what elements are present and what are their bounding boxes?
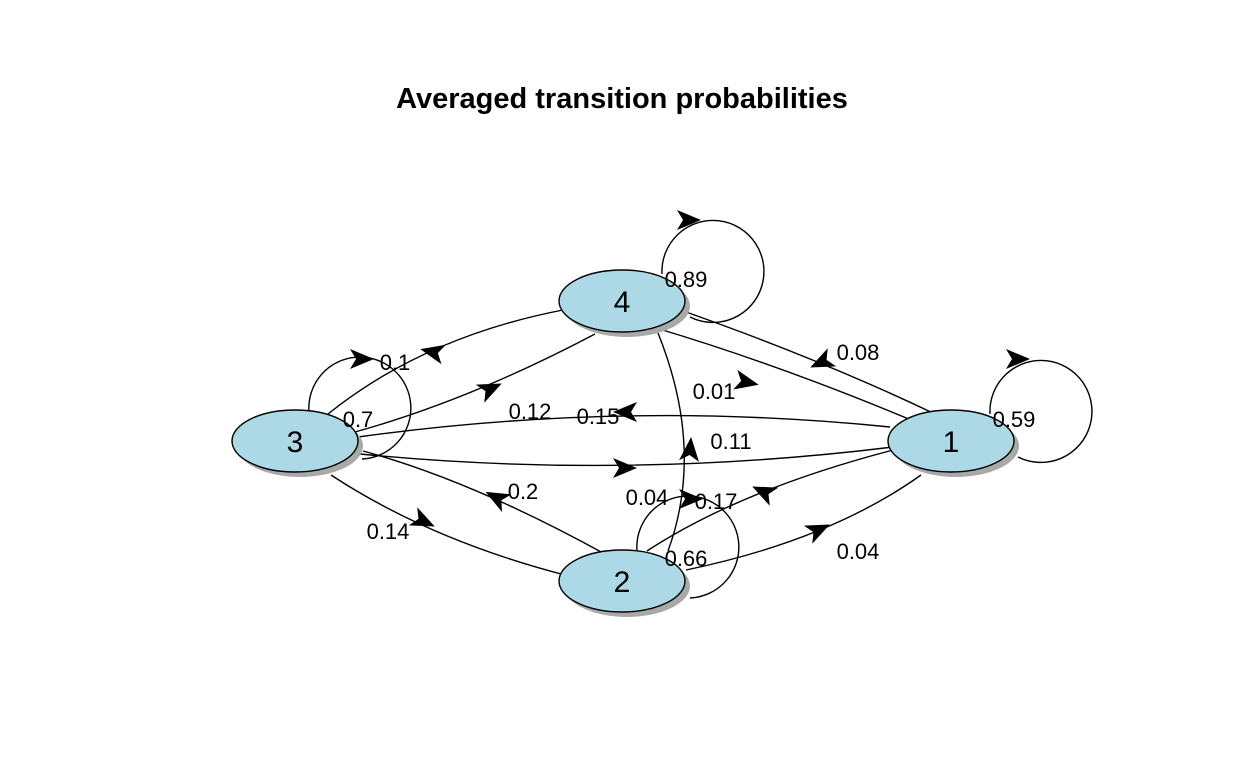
edges-layer: [308, 210, 1093, 599]
state-node-4[interactable]: 4: [558, 269, 690, 337]
edge-label-2-3: 0.2: [508, 479, 539, 504]
arrowhead-icon: [408, 507, 435, 527]
edge-label-1-3: 0.15: [577, 404, 620, 429]
edge-label-4-4: 0.89: [665, 267, 708, 292]
diagram-title: Averaged transition probabilities: [396, 83, 848, 115]
edge-3-4: [354, 333, 596, 433]
self-loop-2-2: [636, 495, 740, 599]
edge-label-1-1: 0.59: [993, 407, 1036, 432]
edge-1-4: [685, 311, 936, 415]
edge-label-3-3: 0.7: [343, 407, 374, 432]
node-ellipse: [231, 409, 359, 473]
arrowhead-icon: [350, 349, 374, 369]
arrowhead-icon: [613, 402, 637, 422]
state-node-3[interactable]: 3: [231, 409, 363, 477]
arrowhead-icon: [679, 437, 700, 462]
edge-line-3-1: [359, 446, 894, 467]
edge-4-1: [655, 327, 917, 423]
edge-4-3: [327, 309, 564, 415]
arrowhead-icon: [810, 348, 837, 368]
edge-line-2-3: [362, 450, 604, 554]
arrowhead-icon: [679, 489, 703, 509]
edge-label-3-1: 0.11: [710, 429, 751, 454]
node-label: 2: [614, 566, 631, 599]
arrowhead-icon: [485, 491, 512, 512]
self-loop-4-4: [661, 219, 765, 324]
edge-3-1: [359, 446, 894, 478]
arrowhead-icon: [803, 524, 830, 544]
state-node-2[interactable]: 2: [558, 549, 690, 617]
edge-2-3: [362, 450, 604, 554]
edge-label-2-2: 0.66: [665, 546, 708, 571]
edge-3-2: [330, 474, 566, 576]
self-loop-1-1: [989, 359, 1093, 464]
state-node-1[interactable]: 1: [887, 409, 1019, 477]
edge-label-2-4: 0.04: [626, 485, 669, 510]
edge-2-1: [685, 474, 922, 571]
edge-2-2: [636, 489, 740, 599]
edge-labels-layer: 0.89 0.59 0.7 0.66 0.1 0.08 0.01 0.12 0.15 0.11 0.…: [343, 267, 1036, 571]
edge-label-4-1: 0.01: [693, 379, 736, 404]
edge-label-3-2: 0.14: [367, 519, 410, 544]
node-label: 4: [614, 286, 631, 319]
edge-1-1: [989, 349, 1093, 464]
edge-label-1-2: 0.17: [695, 489, 738, 514]
node-ellipse: [558, 549, 686, 613]
arrowhead-icon: [420, 344, 446, 365]
edge-label-4-3: 0.1: [380, 350, 411, 375]
node-ellipse: [558, 269, 686, 333]
edge-line-4-1: [655, 327, 917, 423]
arrowhead-icon: [475, 383, 502, 403]
edge-line-3-2: [330, 474, 566, 576]
arrowhead-icon: [752, 486, 779, 506]
edge-label-2-1: 0.04: [837, 539, 880, 564]
arrowhead-icon: [613, 458, 637, 478]
edge-line-1-3: [357, 414, 891, 438]
edge-1-2: [646, 449, 894, 552]
arrowhead-icon: [677, 210, 701, 230]
edge-2-4: [657, 332, 700, 552]
edge-4-4: [661, 210, 765, 324]
edge-label-1-4: 0.08: [837, 340, 880, 365]
nodes-layer: 1 2 3 4: [231, 269, 1019, 617]
arrowhead-icon: [733, 369, 759, 390]
node-ellipse: [887, 409, 1015, 473]
node-label: 3: [287, 426, 304, 459]
edge-line-3-4: [354, 333, 596, 433]
edge-line-1-2: [646, 449, 894, 552]
edge-label-3-4: 0.12: [509, 399, 552, 424]
edge-line-2-4: [657, 332, 685, 552]
arrowhead-icon: [1006, 349, 1030, 369]
edge-1-3: [357, 402, 891, 438]
node-label: 1: [943, 426, 960, 459]
